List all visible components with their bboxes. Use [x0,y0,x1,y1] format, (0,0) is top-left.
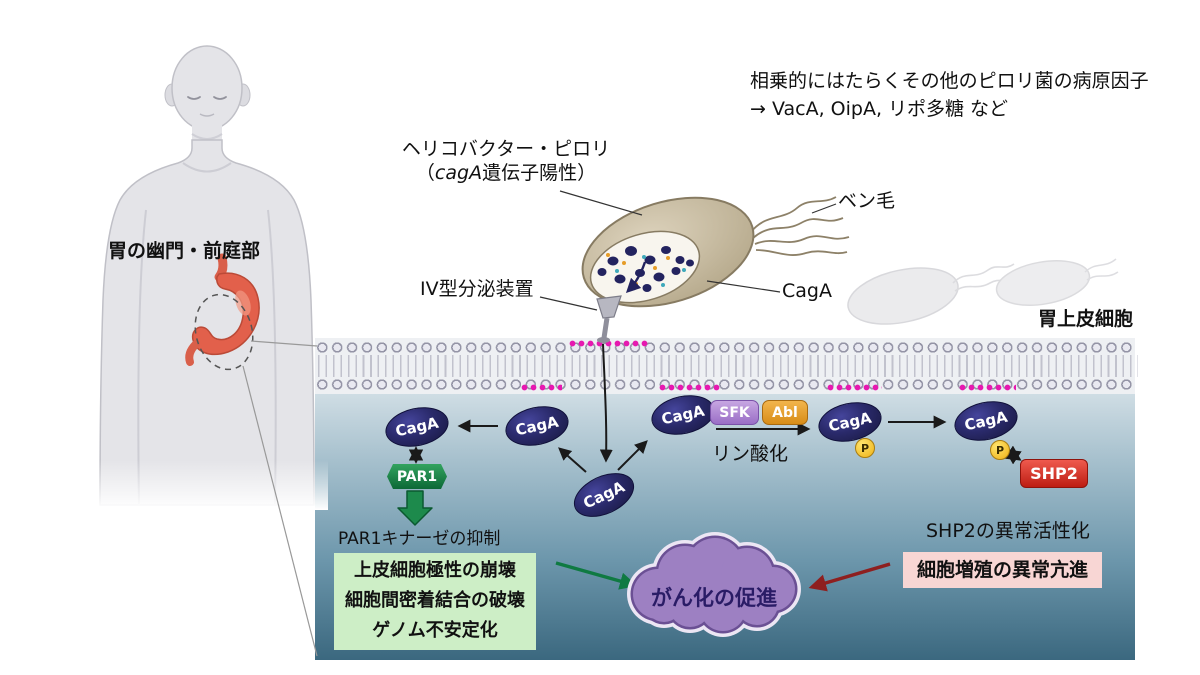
zoom-line [242,365,318,657]
polarity-outcome-box: 上皮細胞極性の崩壊 細胞間密着結合の破壊 ゲノム不安定化 [334,553,536,650]
membrane-binding-dots [520,383,562,392]
cell-membrane [315,338,1138,394]
lipid-tails [318,355,1138,377]
pathogen-genotype: （cagA遺伝子陽性） [415,161,597,184]
phosphate-badge: P [855,438,875,458]
membrane-binding-dots [958,383,1016,392]
caga-pointer-label: CagA [782,280,832,302]
stomach-illustration [185,253,318,657]
proliferation-outcome-box: 細胞増殖の異常亢進 [903,552,1102,588]
pathogen-label: ヘリコバクター・ピロリ （cagA遺伝子陽性） [378,138,634,186]
synergy-note-line2: → VacA, OipA, リポ多糖 など [750,98,1009,120]
magnify-ellipse [194,293,254,371]
abl-badge: Abl [762,400,808,425]
helicobacter-illustration [581,196,850,343]
par1-effect-label: PAR1キナーゼの抑制 [338,529,501,549]
sfk-badge: SFK [710,400,759,425]
caga-molecules-inside [597,246,694,292]
lipid-layer-outer [315,340,1135,355]
membrane-binding-dots [826,383,882,392]
zoom-line [250,340,318,347]
phosphate-badge: P [990,440,1010,460]
pathogen-name: ヘリコバクター・ピロリ [401,138,611,160]
par1-badge: PAR1 [387,464,447,489]
phosphorylation-label: リン酸化 [712,443,789,465]
flagella-label: ベン毛 [838,190,896,212]
flagella-icon [749,196,850,256]
shp2-effect-label: SHP2の異常活性化 [926,520,1090,542]
synergy-note-line1: 相乗的にはたらくその他のピロリ菌の病原因子 [750,70,1149,92]
shp2-badge: SHP2 [1020,459,1088,488]
outcome-line: 細胞間密着結合の破壊 [345,590,525,611]
outcome-line: 上皮細胞極性の崩壊 [354,560,516,581]
membrane-binding-dots [568,339,650,348]
secretion-system-label: IV型分泌装置 [420,278,534,300]
secretion-apparatus-icon [596,295,622,343]
bacterium-cutaway [589,230,701,304]
outcome-line: ゲノム不安定化 [372,620,498,641]
membrane-binding-dots [658,383,722,392]
carcinogenesis-label: がん化の促進 [651,586,777,610]
stomach-region-label: 胃の幽門・前庭部 [108,240,261,262]
closed-eyes [187,96,227,100]
human-figure [88,45,328,510]
cell-label: 胃上皮細胞 [1038,308,1134,330]
